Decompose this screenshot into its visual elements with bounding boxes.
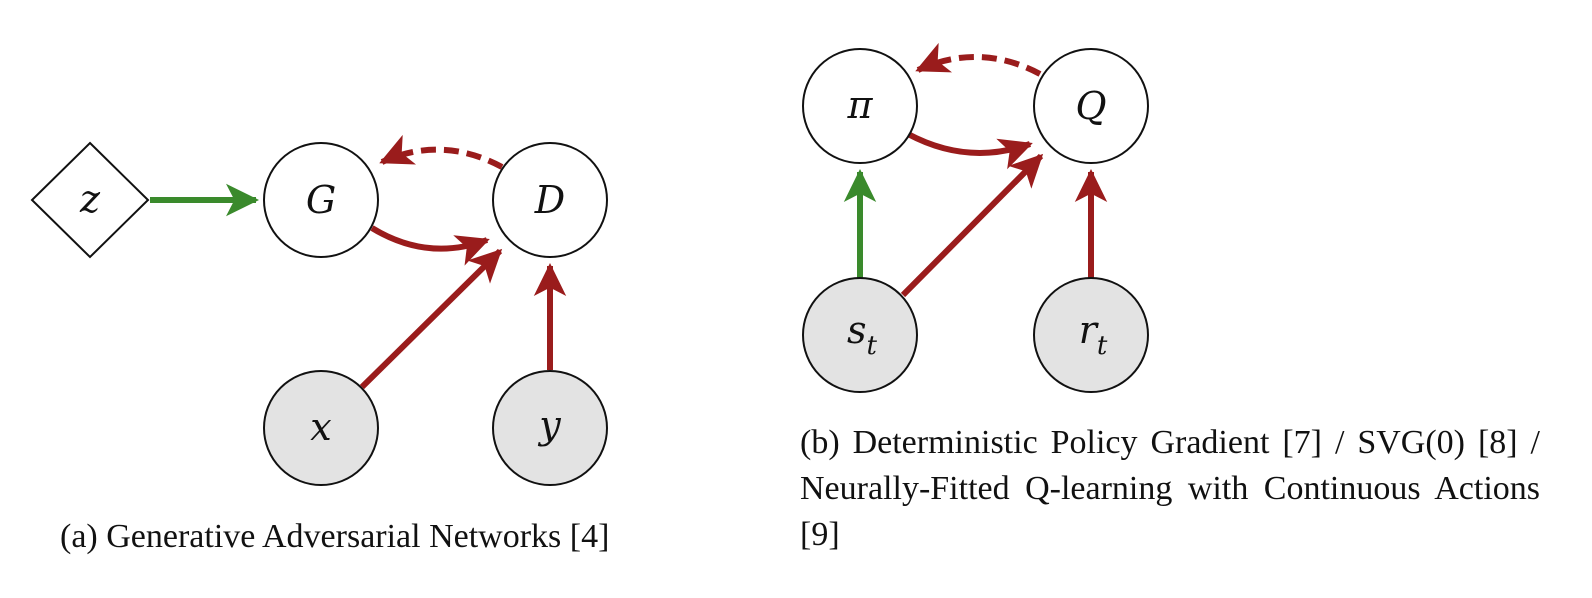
node-r-t: rt — [1033, 277, 1149, 393]
node-r-t-base: r — [1079, 308, 1100, 352]
node-pi-circle — [802, 48, 918, 164]
node-D-label: D — [534, 178, 565, 222]
node-z-label: z — [79, 177, 101, 221]
node-z: z — [30, 141, 150, 259]
edge-s-to-Q — [900, 153, 1044, 298]
node-G: G — [263, 142, 379, 258]
node-Q-label: Q — [1075, 84, 1106, 128]
panel-a: z G D x y — [30, 134, 608, 486]
node-s-t-label: st — [847, 308, 878, 361]
edge-G-to-D — [370, 225, 490, 266]
node-pi: π — [802, 48, 918, 164]
node-G-circle — [263, 142, 379, 258]
node-x-label: x — [310, 405, 331, 449]
edge-Q-to-pi-gradient — [915, 42, 1042, 77]
edge-pi-to-Q — [906, 131, 1033, 170]
node-r-t-label: rt — [1079, 308, 1108, 361]
node-r-t-subscript: t — [1097, 331, 1108, 361]
caption-panel-a: (a) Generative Adversarial Networks [4] — [60, 518, 610, 555]
node-D: D — [492, 142, 608, 258]
caption-panel-b: (b) Deterministic Policy Gradient [7] / … — [800, 424, 1540, 553]
node-y: y — [492, 370, 608, 486]
panel-b: π Q st rt — [802, 42, 1149, 393]
node-G-label: G — [306, 178, 336, 222]
node-pi-label: π — [847, 83, 874, 127]
node-s-t-circle — [802, 277, 918, 393]
node-s-t: st — [802, 277, 918, 393]
node-r-t-circle — [1033, 277, 1149, 393]
node-s-t-base: s — [847, 308, 867, 352]
edge-D-to-G-gradient — [379, 134, 504, 170]
node-z-diamond — [30, 141, 150, 259]
node-y-label: y — [537, 403, 561, 447]
node-Q-circle — [1033, 48, 1149, 164]
node-x: x — [263, 370, 379, 486]
edge-x-to-D — [359, 248, 503, 390]
node-Q: Q — [1033, 48, 1149, 164]
node-x-circle — [263, 370, 379, 486]
node-y-circle — [492, 370, 608, 486]
node-D-circle — [492, 142, 608, 258]
node-s-t-subscript: t — [867, 331, 878, 361]
